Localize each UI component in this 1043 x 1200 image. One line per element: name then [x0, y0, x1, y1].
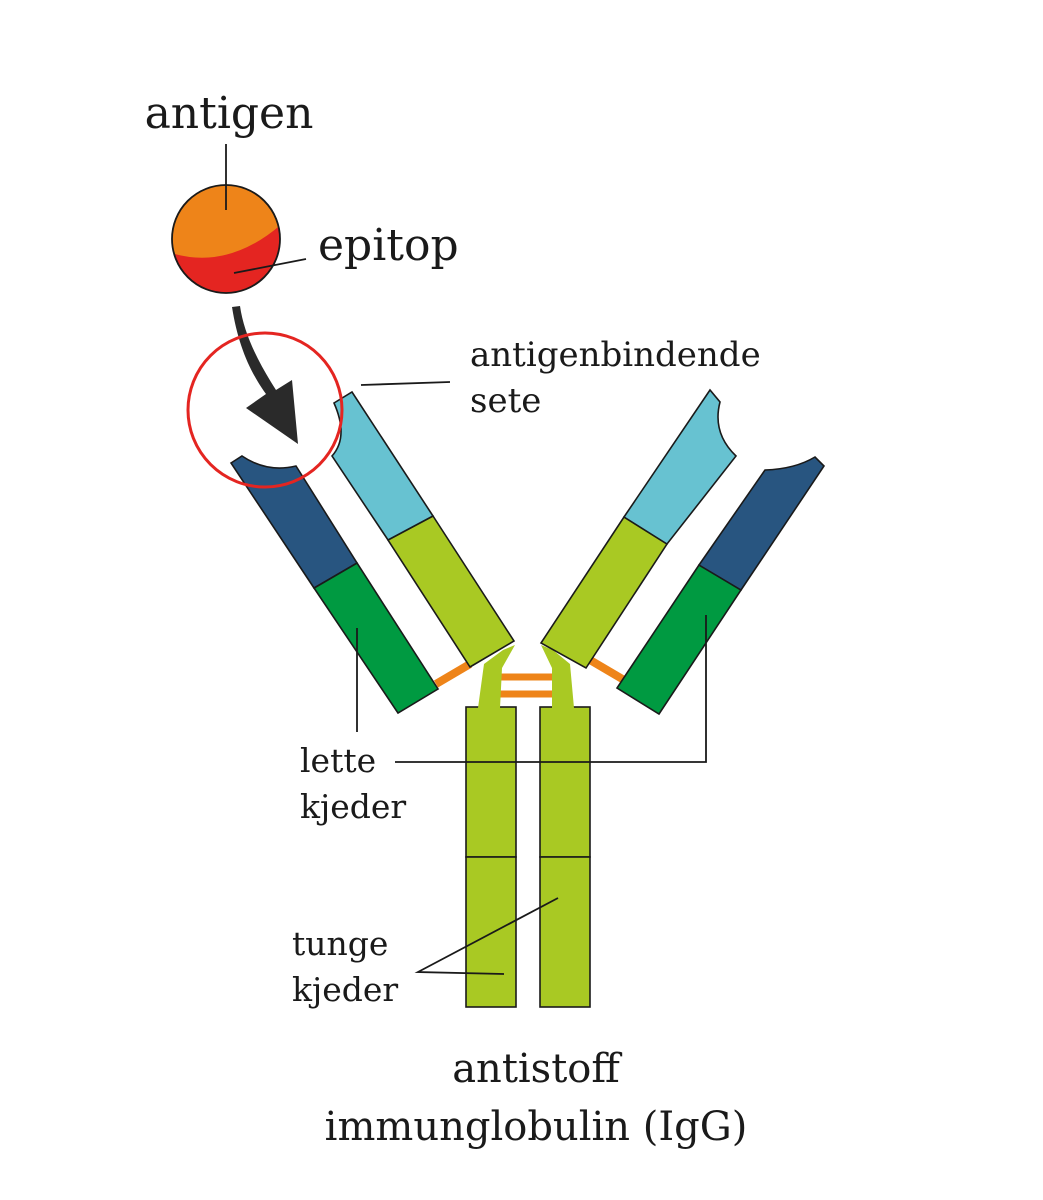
label-light-chains-line2: kjeder — [300, 787, 406, 826]
label-light-chains-line1: lette — [300, 741, 376, 780]
antigen — [171, 184, 281, 294]
light-chain-arm-left — [229, 455, 440, 715]
disulfide-bonds — [433, 656, 627, 698]
labels: antigen epitop antigenbindende sete lett… — [145, 88, 761, 1150]
hinge-left — [478, 645, 515, 708]
heavy-chain-arm-right — [539, 388, 738, 670]
epitope-region — [172, 222, 280, 293]
label-heavy-chains-line2: kjeder — [292, 970, 398, 1009]
light-chain-variable-left — [229, 455, 359, 590]
label-epitope: epitop — [318, 220, 459, 271]
binding-arrow-icon — [232, 306, 298, 444]
title-line2: immunglobulin (IgG) — [325, 1104, 748, 1150]
hinge-right — [541, 645, 574, 708]
heavy-chain-stem-left-upper — [465, 706, 517, 858]
disulfide-bond-right — [587, 656, 627, 684]
label-antigen: antigen — [145, 88, 314, 139]
leader-epitope — [233, 258, 307, 274]
heavy-chain-stem-left-lower — [465, 856, 517, 1008]
label-binding-site-line2: sete — [470, 381, 541, 421]
hinges — [478, 645, 574, 708]
leader-lines — [225, 144, 707, 975]
heavy-chain-stems — [465, 706, 591, 1008]
leader-heavy-chains — [414, 897, 559, 975]
label-binding-site-line1: antigenbindende — [470, 335, 761, 375]
heavy-chain-variable-right — [622, 388, 738, 546]
leader-light-chain-right — [395, 615, 707, 763]
title-line1: antistoff — [452, 1046, 622, 1092]
leader-binding-site — [360, 381, 451, 386]
binding-site-highlight-ring — [186, 331, 344, 489]
label-heavy-chains-line1: tunge — [292, 924, 388, 963]
heavy-chain-stem-right-upper — [539, 706, 591, 858]
heavy-chain-stem-right-lower — [539, 856, 591, 1008]
disulfide-bond-left — [433, 660, 473, 688]
light-chain-variable-right — [697, 455, 826, 592]
light-chain-arm-right — [615, 455, 826, 716]
heavy-chain-variable-left — [330, 390, 435, 542]
heavy-chain-arm-left — [330, 390, 516, 669]
